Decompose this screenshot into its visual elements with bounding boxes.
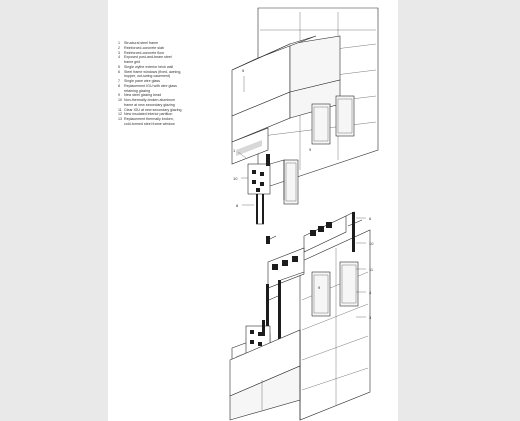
- legend-item: 5 Single wythe exterior brick wall: [118, 65, 238, 70]
- legend-number: 10: [118, 98, 122, 102]
- frame-profile: [250, 340, 254, 344]
- legend-number: 7: [118, 79, 120, 83]
- frame-profile: [258, 342, 262, 346]
- brick-course: [301, 367, 369, 391]
- legend-text: Clear IGU at new secondary glazing: [124, 107, 182, 112]
- callout-10b: 10: [369, 241, 374, 246]
- legend-number: 5: [118, 64, 120, 69]
- steel-mullion: [262, 320, 265, 336]
- legend-text: New steel glazing bead: [124, 93, 162, 98]
- frame-profile: [318, 226, 324, 232]
- frame-profile: [252, 180, 256, 184]
- legend-text: Steel frame windows (fixed, awning, hopp…: [124, 69, 182, 79]
- frame-profile: [326, 222, 332, 228]
- upper-window-frame: [285, 162, 297, 202]
- lower-assembly: [229, 211, 371, 421]
- frame-profile: [252, 170, 256, 174]
- leader-line: [237, 151, 247, 159]
- brick-course: [301, 335, 369, 361]
- callout-9a: 9: [309, 147, 312, 152]
- frame-profile: [310, 230, 316, 236]
- legend-item: 6 Steel frame windows (fixed, awning, hop…: [118, 70, 238, 80]
- jamb-line: [269, 159, 285, 200]
- upper-window-pane: [335, 95, 355, 137]
- legend-item: 9 New steel glazing bead: [118, 93, 238, 98]
- callouts: 5 1 10 8 9 6 10 11 9 4 3: [233, 68, 374, 320]
- callout-9b: 9: [318, 285, 321, 290]
- legend-text: Reinforced-concrete floor: [124, 50, 165, 55]
- steel-mullion: [352, 212, 355, 252]
- callout-8: 8: [236, 203, 239, 208]
- legend-number: 12: [118, 112, 122, 117]
- frame-profile: [258, 332, 262, 336]
- legend-number: 13: [118, 117, 122, 121]
- legend-item: 7 Single pane wire glass: [118, 79, 238, 84]
- upper-cap-top: [231, 35, 317, 71]
- glazing-line: [268, 295, 279, 301]
- legend-text: Single wythe exterior brick wall: [124, 64, 174, 69]
- callout-11: 11: [369, 267, 374, 272]
- lower-window-frame: [341, 264, 357, 304]
- upper-window-frame: [313, 106, 329, 142]
- glazing-pane: [278, 280, 281, 340]
- legend-text: Single pane wire glass: [124, 79, 160, 83]
- legend-text: Reinforced-concrete slab: [124, 45, 164, 50]
- legend-number: 9: [118, 93, 120, 98]
- upper-assembly: [231, 7, 379, 225]
- callout-3: 3: [369, 315, 372, 320]
- frame-profile: [272, 264, 278, 270]
- lower-window-pane: [339, 261, 359, 307]
- legend-number: 4: [118, 55, 120, 60]
- lower-window-pane: [311, 271, 331, 317]
- legend-number: 8: [118, 83, 120, 88]
- callout-10a: 10: [233, 176, 238, 181]
- glazing-line: [280, 271, 305, 281]
- legend-text: New insulated interior partition: [124, 112, 173, 117]
- legend-text: Non-thermally-broken aluminum frame at n…: [124, 98, 176, 107]
- frame-profile: [292, 256, 298, 262]
- frame-profile: [282, 260, 288, 266]
- callout-4: 4: [369, 290, 372, 295]
- callout-6: 6: [369, 216, 372, 221]
- upper-window-pane: [311, 103, 331, 145]
- frame-profile: [256, 188, 260, 192]
- frame-profile: [250, 330, 254, 334]
- glazing-line: [347, 219, 363, 227]
- legend-item: 8 Replacement IGU with wire glass retaini…: [118, 84, 238, 94]
- legend-text: Replacement IGU with wire glass retainin…: [124, 83, 177, 93]
- brick-course: [301, 303, 369, 331]
- upper-sill-shadow: [236, 140, 262, 156]
- frame-profile: [260, 182, 264, 186]
- legend-number: 11: [118, 107, 122, 112]
- legend-item: 2 Reinforced-concrete slab: [118, 46, 238, 51]
- legend-number: 3: [118, 50, 120, 55]
- legend-number: 2: [118, 45, 120, 50]
- legend-number: 6: [118, 69, 120, 74]
- glazing-pane: [262, 194, 264, 224]
- legend-number: 1: [118, 41, 120, 45]
- lower-brick-wall: [299, 229, 371, 421]
- legend-item: 3 Reinforced-concrete floor: [118, 51, 238, 56]
- frame-profile: [260, 172, 264, 176]
- legend-item: 1 Structural steel frame: [118, 41, 238, 46]
- upper-window-frame: [337, 98, 353, 134]
- glazing-pane: [256, 194, 258, 224]
- legend-text: Replacement thermally broken, cold-forme…: [124, 117, 175, 126]
- head-profile: [266, 236, 270, 244]
- lower-window-frame: [313, 274, 329, 314]
- legend-item: 4 Exposed post-and-beam steel frame grid: [118, 55, 238, 65]
- legend-text: Exposed post-and-beam steel frame grid: [124, 55, 172, 64]
- legend-text: Structural steel frame: [124, 41, 159, 45]
- glazing-pane: [266, 284, 269, 344]
- steel-mullion: [266, 154, 270, 166]
- callout-1: 1: [233, 148, 236, 153]
- callout-5: 5: [242, 68, 245, 73]
